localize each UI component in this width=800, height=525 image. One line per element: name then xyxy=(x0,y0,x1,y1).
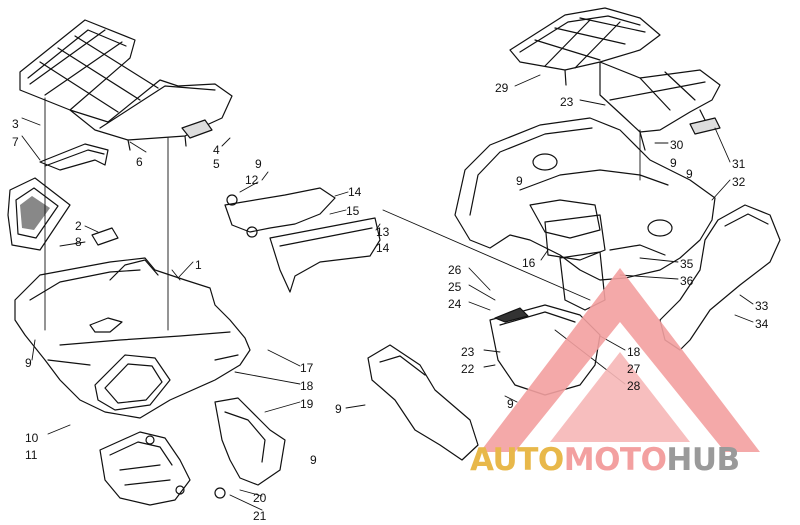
callout-c23a: 23 xyxy=(461,345,475,359)
callout-c9f: 9 xyxy=(670,156,677,170)
side-panel-left xyxy=(224,187,336,238)
callout-c24: 24 xyxy=(448,297,462,311)
callout-c32: 32 xyxy=(732,175,746,189)
front-bracket-assembly xyxy=(99,431,226,506)
leader-lines xyxy=(21,74,754,511)
callout-c14b: 14 xyxy=(376,241,390,255)
front-rack xyxy=(19,19,233,151)
callout-c9g: 9 xyxy=(686,167,693,181)
callout-c18a: 18 xyxy=(300,379,314,393)
callout-c27: 27 xyxy=(627,362,641,376)
callout-c13: 13 xyxy=(376,225,390,239)
callout-c19: 19 xyxy=(300,397,314,411)
alignment-lines xyxy=(44,97,641,331)
callout-c25: 25 xyxy=(448,280,462,294)
watermark-part-hub: HUB xyxy=(666,442,740,478)
callout-c9b: 9 xyxy=(25,356,32,370)
callout-c28: 28 xyxy=(627,379,641,393)
rear-side-panel xyxy=(659,204,781,351)
rear-rack xyxy=(509,7,721,151)
callout-c36: 36 xyxy=(680,274,694,288)
footwell-panel xyxy=(269,217,381,293)
callout-c12: 12 xyxy=(245,173,259,187)
callout-c4: 4 xyxy=(213,143,220,157)
front-side-panel xyxy=(39,143,109,171)
callout-c8: 8 xyxy=(75,235,82,249)
callout-c9c: 9 xyxy=(310,453,317,467)
mud-flap xyxy=(367,344,479,461)
front-fender xyxy=(14,257,251,419)
callout-c17: 17 xyxy=(300,361,314,375)
rear-lower-guard xyxy=(489,304,601,396)
callout-c10: 10 xyxy=(25,431,39,445)
callout-c1: 1 xyxy=(195,258,202,272)
watermark-text: AUTOMOTOHUB xyxy=(470,445,740,476)
watermark-part-auto: AUTO xyxy=(470,442,564,478)
callout-c22: 22 xyxy=(461,362,475,376)
callout-c23b: 23 xyxy=(560,95,574,109)
callout-c30: 30 xyxy=(670,138,684,152)
headlight-bezel xyxy=(7,177,119,251)
callout-c26: 26 xyxy=(448,263,462,277)
callout-c21: 21 xyxy=(253,509,267,523)
callout-c15: 15 xyxy=(346,204,360,218)
callout-c29: 29 xyxy=(495,81,509,95)
callout-c20: 20 xyxy=(253,491,267,505)
watermark-logo xyxy=(480,268,760,452)
callout-c31: 31 xyxy=(732,157,746,171)
callout-c34: 34 xyxy=(755,317,769,331)
callout-c14a: 14 xyxy=(348,185,362,199)
rear-fender xyxy=(454,117,716,281)
callout-c35: 35 xyxy=(680,257,694,271)
callout-c5: 5 xyxy=(213,157,220,171)
callout-c2: 2 xyxy=(75,219,82,233)
callout-c7: 7 xyxy=(12,135,19,149)
callout-c16: 16 xyxy=(522,256,536,270)
callout-c9h: 9 xyxy=(516,174,523,188)
callout-c9d: 9 xyxy=(335,402,342,416)
callout-c3: 3 xyxy=(12,117,19,131)
callout-c6: 6 xyxy=(136,155,143,169)
callout-c9a: 9 xyxy=(255,157,262,171)
splash-guard xyxy=(214,397,286,486)
callout-c9e: 9 xyxy=(507,397,514,411)
callout-c11: 11 xyxy=(25,448,38,462)
watermark-part-moto: MOTO xyxy=(563,442,667,478)
callout-c33: 33 xyxy=(755,299,769,313)
callout-c18b: 18 xyxy=(627,345,641,359)
